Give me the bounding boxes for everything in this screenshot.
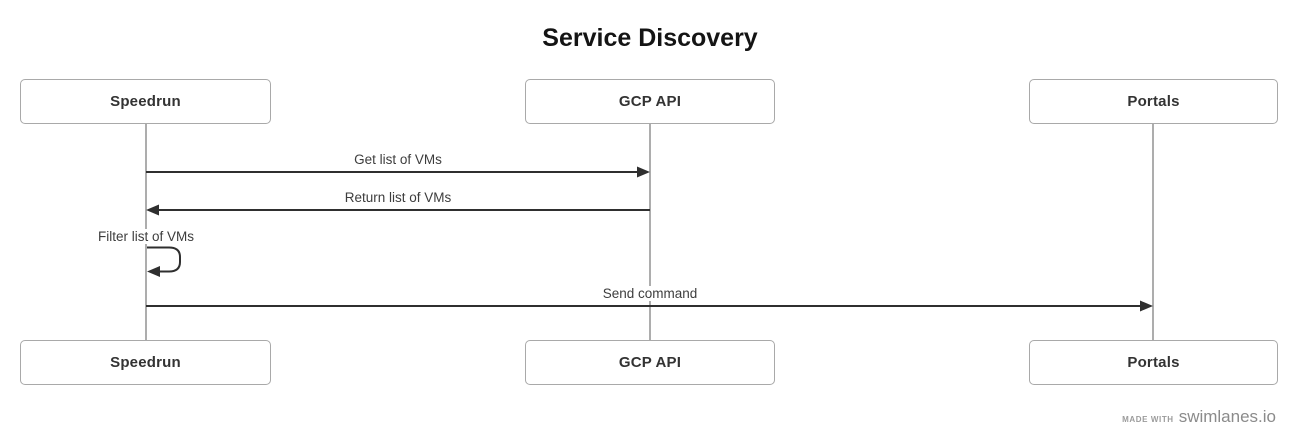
swimlanes-brand-link[interactable]: swimlanes.io xyxy=(1178,407,1276,426)
arrowhead-right-icon xyxy=(1140,300,1153,312)
actor-box-portals-top: Portals xyxy=(1029,79,1278,124)
actor-label-gcp-api: GCP API xyxy=(618,93,682,110)
message-label-filter-list-of-vms: Filter list of VMs xyxy=(92,229,200,244)
actor-label-portals: Portals xyxy=(1127,93,1180,110)
actor-box-speedrun-bottom: Speedrun xyxy=(20,340,271,385)
footer: MADE WITH swimlanes.io xyxy=(1122,407,1276,427)
actor-label-speedrun: Speedrun xyxy=(110,354,181,371)
actor-label-gcp-api: GCP API xyxy=(618,354,682,371)
arrowhead-left-icon xyxy=(146,204,159,216)
message-label-get-list-of-vms: Get list of VMs xyxy=(349,152,447,167)
actor-box-speedrun-top: Speedrun xyxy=(20,79,271,124)
message-label-return-list-of-vms: Return list of VMs xyxy=(339,190,457,205)
actor-box-gcp-api-bottom: GCP API xyxy=(525,340,775,385)
actor-label-portals: Portals xyxy=(1127,354,1180,371)
actor-box-gcp-api-top: GCP API xyxy=(525,79,775,124)
arrowhead-right-icon xyxy=(637,166,650,178)
diagram-title: Service Discovery xyxy=(542,24,758,52)
message-label-send-command: Send command xyxy=(597,286,703,301)
actor-box-portals-bottom: Portals xyxy=(1029,340,1278,385)
actor-label-speedrun: Speedrun xyxy=(110,93,181,110)
self-loop-line-filter-list-of-vms xyxy=(147,246,181,273)
made-with-label: MADE WITH xyxy=(1122,415,1174,424)
arrowhead-left-icon xyxy=(147,266,160,277)
